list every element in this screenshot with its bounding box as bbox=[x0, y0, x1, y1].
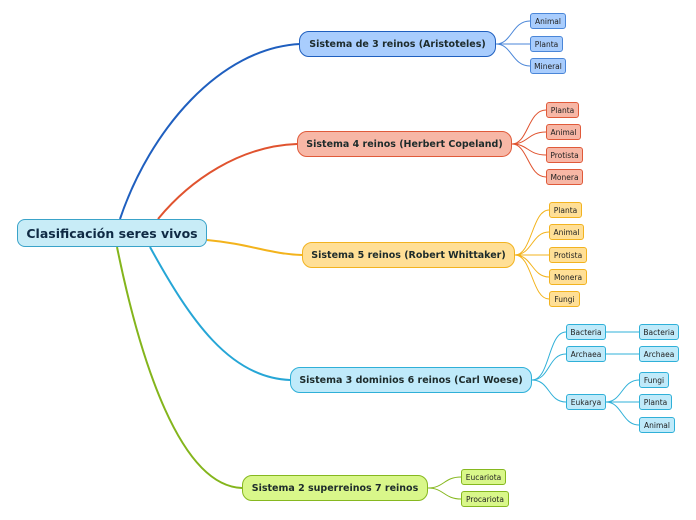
topic-woese[interactable]: Sistema 3 dominios 6 reinos (Carl Woese) bbox=[290, 367, 532, 393]
leaf-copeland-monera[interactable]: Monera bbox=[546, 169, 583, 185]
leaf-whittaker-animal[interactable]: Animal bbox=[549, 224, 584, 240]
link-whittaker-planta bbox=[514, 209, 550, 256]
topic-whittaker[interactable]: Sistema 5 reinos (Robert Whittaker) bbox=[302, 242, 515, 268]
link-eukarya-fungi bbox=[605, 379, 640, 403]
link-copeland-planta bbox=[511, 109, 547, 145]
leaf-whittaker-protista[interactable]: Protista bbox=[549, 247, 587, 263]
link-whittaker-fungi bbox=[514, 254, 550, 300]
link-superreinos-procariota bbox=[427, 487, 462, 500]
link-root-copeland bbox=[157, 143, 298, 220]
leaf-superreinos-procariota[interactable]: Procariota bbox=[461, 491, 509, 507]
link-aristoteles-animal bbox=[495, 20, 531, 45]
link-copeland-animal bbox=[511, 131, 547, 145]
link-aristoteles-mineral bbox=[495, 43, 531, 67]
leaf-copeland-animal[interactable]: Animal bbox=[546, 124, 581, 140]
leaf-woese-eukarya[interactable]: Eukarya bbox=[566, 394, 606, 410]
link-root-superreinos bbox=[116, 246, 243, 489]
topic-aristoteles[interactable]: Sistema de 3 reinos (Aristoteles) bbox=[299, 31, 496, 57]
leaf-archaea-archaea[interactable]: Archaea bbox=[639, 346, 679, 362]
leaf-copeland-planta[interactable]: Planta bbox=[546, 102, 579, 118]
link-whittaker-monera bbox=[514, 254, 550, 278]
topic-copeland[interactable]: Sistema 4 reinos (Herbert Copeland) bbox=[297, 131, 512, 157]
leaf-whittaker-planta[interactable]: Planta bbox=[549, 202, 582, 218]
leaf-eukarya-animal[interactable]: Animal bbox=[639, 417, 675, 433]
leaf-aristoteles-animal[interactable]: Animal bbox=[530, 13, 566, 29]
link-woese-eukarya bbox=[531, 379, 567, 403]
leaf-eukarya-planta[interactable]: Planta bbox=[639, 394, 672, 410]
link-superreinos-eucariota bbox=[427, 476, 462, 489]
leaf-copeland-protista[interactable]: Protista bbox=[546, 147, 583, 163]
link-root-woese bbox=[149, 246, 291, 381]
leaf-aristoteles-mineral[interactable]: Mineral bbox=[530, 58, 566, 74]
link-woese-archaea bbox=[531, 353, 567, 381]
leaf-eukarya-fungi[interactable]: Fungi bbox=[639, 372, 669, 388]
link-root-whittaker bbox=[206, 239, 303, 256]
link-root-aristoteles bbox=[119, 43, 301, 220]
leaf-whittaker-fungi[interactable]: Fungi bbox=[549, 291, 580, 307]
topic-superreinos[interactable]: Sistema 2 superreinos 7 reinos bbox=[242, 475, 428, 501]
root-topic[interactable]: Clasificación seres vivos bbox=[17, 219, 207, 247]
leaf-bacteria-bacteria[interactable]: Bacteria bbox=[639, 324, 679, 340]
leaf-aristoteles-planta[interactable]: Planta bbox=[530, 36, 563, 52]
link-eukarya-animal bbox=[605, 401, 640, 426]
link-woese-bacteria bbox=[531, 331, 567, 381]
link-whittaker-animal bbox=[514, 231, 550, 256]
link-copeland-monera bbox=[511, 143, 547, 178]
leaf-whittaker-monera[interactable]: Monera bbox=[549, 269, 587, 285]
leaf-woese-archaea[interactable]: Archaea bbox=[566, 346, 606, 362]
leaf-superreinos-eucariota[interactable]: Eucariota bbox=[461, 469, 506, 485]
leaf-woese-bacteria[interactable]: Bacteria bbox=[566, 324, 606, 340]
